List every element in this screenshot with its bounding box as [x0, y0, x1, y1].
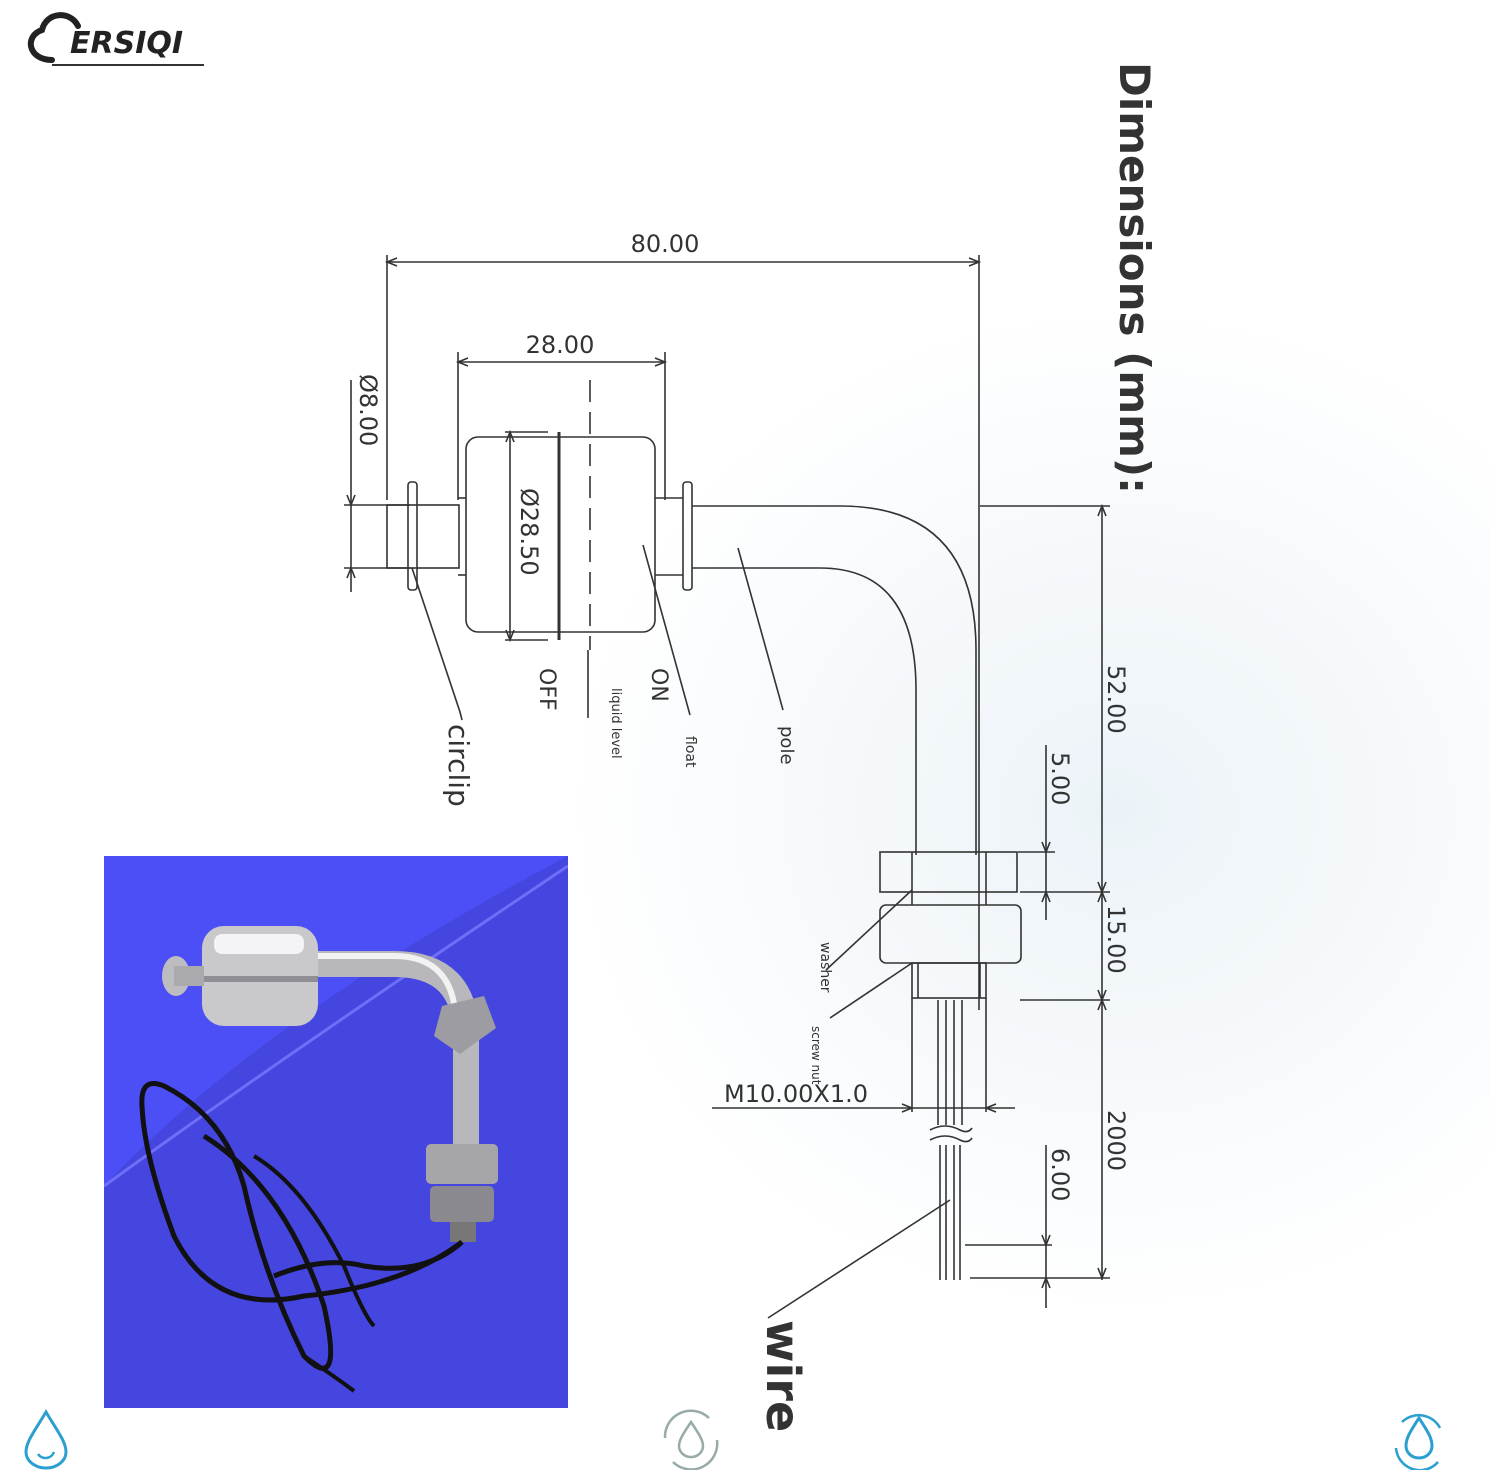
dimensions-heading: Dimensions (mm): — [1110, 62, 1159, 494]
brand-logo: ERSIQI — [22, 4, 204, 70]
logo-text: ERSIQI — [70, 26, 184, 61]
label-washer: washer — [817, 942, 833, 993]
label-float: float — [682, 736, 698, 768]
label-off: OFF — [534, 668, 559, 711]
dim-stem-diameter: Ø8.00 — [354, 374, 382, 446]
dim-vertical-height: 52.00 — [1102, 665, 1130, 734]
background-wash — [560, 300, 1490, 1320]
logo-underline — [52, 64, 204, 66]
dim-thread-spec: M10.00X1.0 — [724, 1080, 868, 1108]
product-photo — [104, 856, 568, 1408]
water-drop-arrows-icon — [1394, 1413, 1442, 1470]
label-wire: wire — [756, 1320, 810, 1432]
float-switch-photo — [104, 856, 568, 1408]
dim-float-diameter: Ø28.50 — [515, 488, 543, 576]
dim-wire-length: 2000 — [1102, 1110, 1130, 1171]
cloud-logo-icon — [27, 12, 81, 63]
dim-float-length: 28.00 — [526, 331, 595, 359]
dim-nut-height: 5.00 — [1046, 752, 1074, 805]
dim-overall-length: 80.00 — [631, 230, 700, 258]
label-on: ON — [646, 668, 671, 702]
label-liquid-level: liquid level — [608, 688, 623, 759]
dim-wire-strip: 6.00 — [1046, 1148, 1074, 1201]
water-drop-recycle-icon — [24, 1409, 68, 1470]
water-cycle-icon — [663, 1409, 719, 1470]
label-screw-nut: screw nut — [809, 1026, 823, 1085]
label-circlip: circlip — [442, 724, 475, 807]
label-pole: pole — [776, 726, 797, 765]
dim-thread-height: 15.00 — [1102, 905, 1130, 974]
